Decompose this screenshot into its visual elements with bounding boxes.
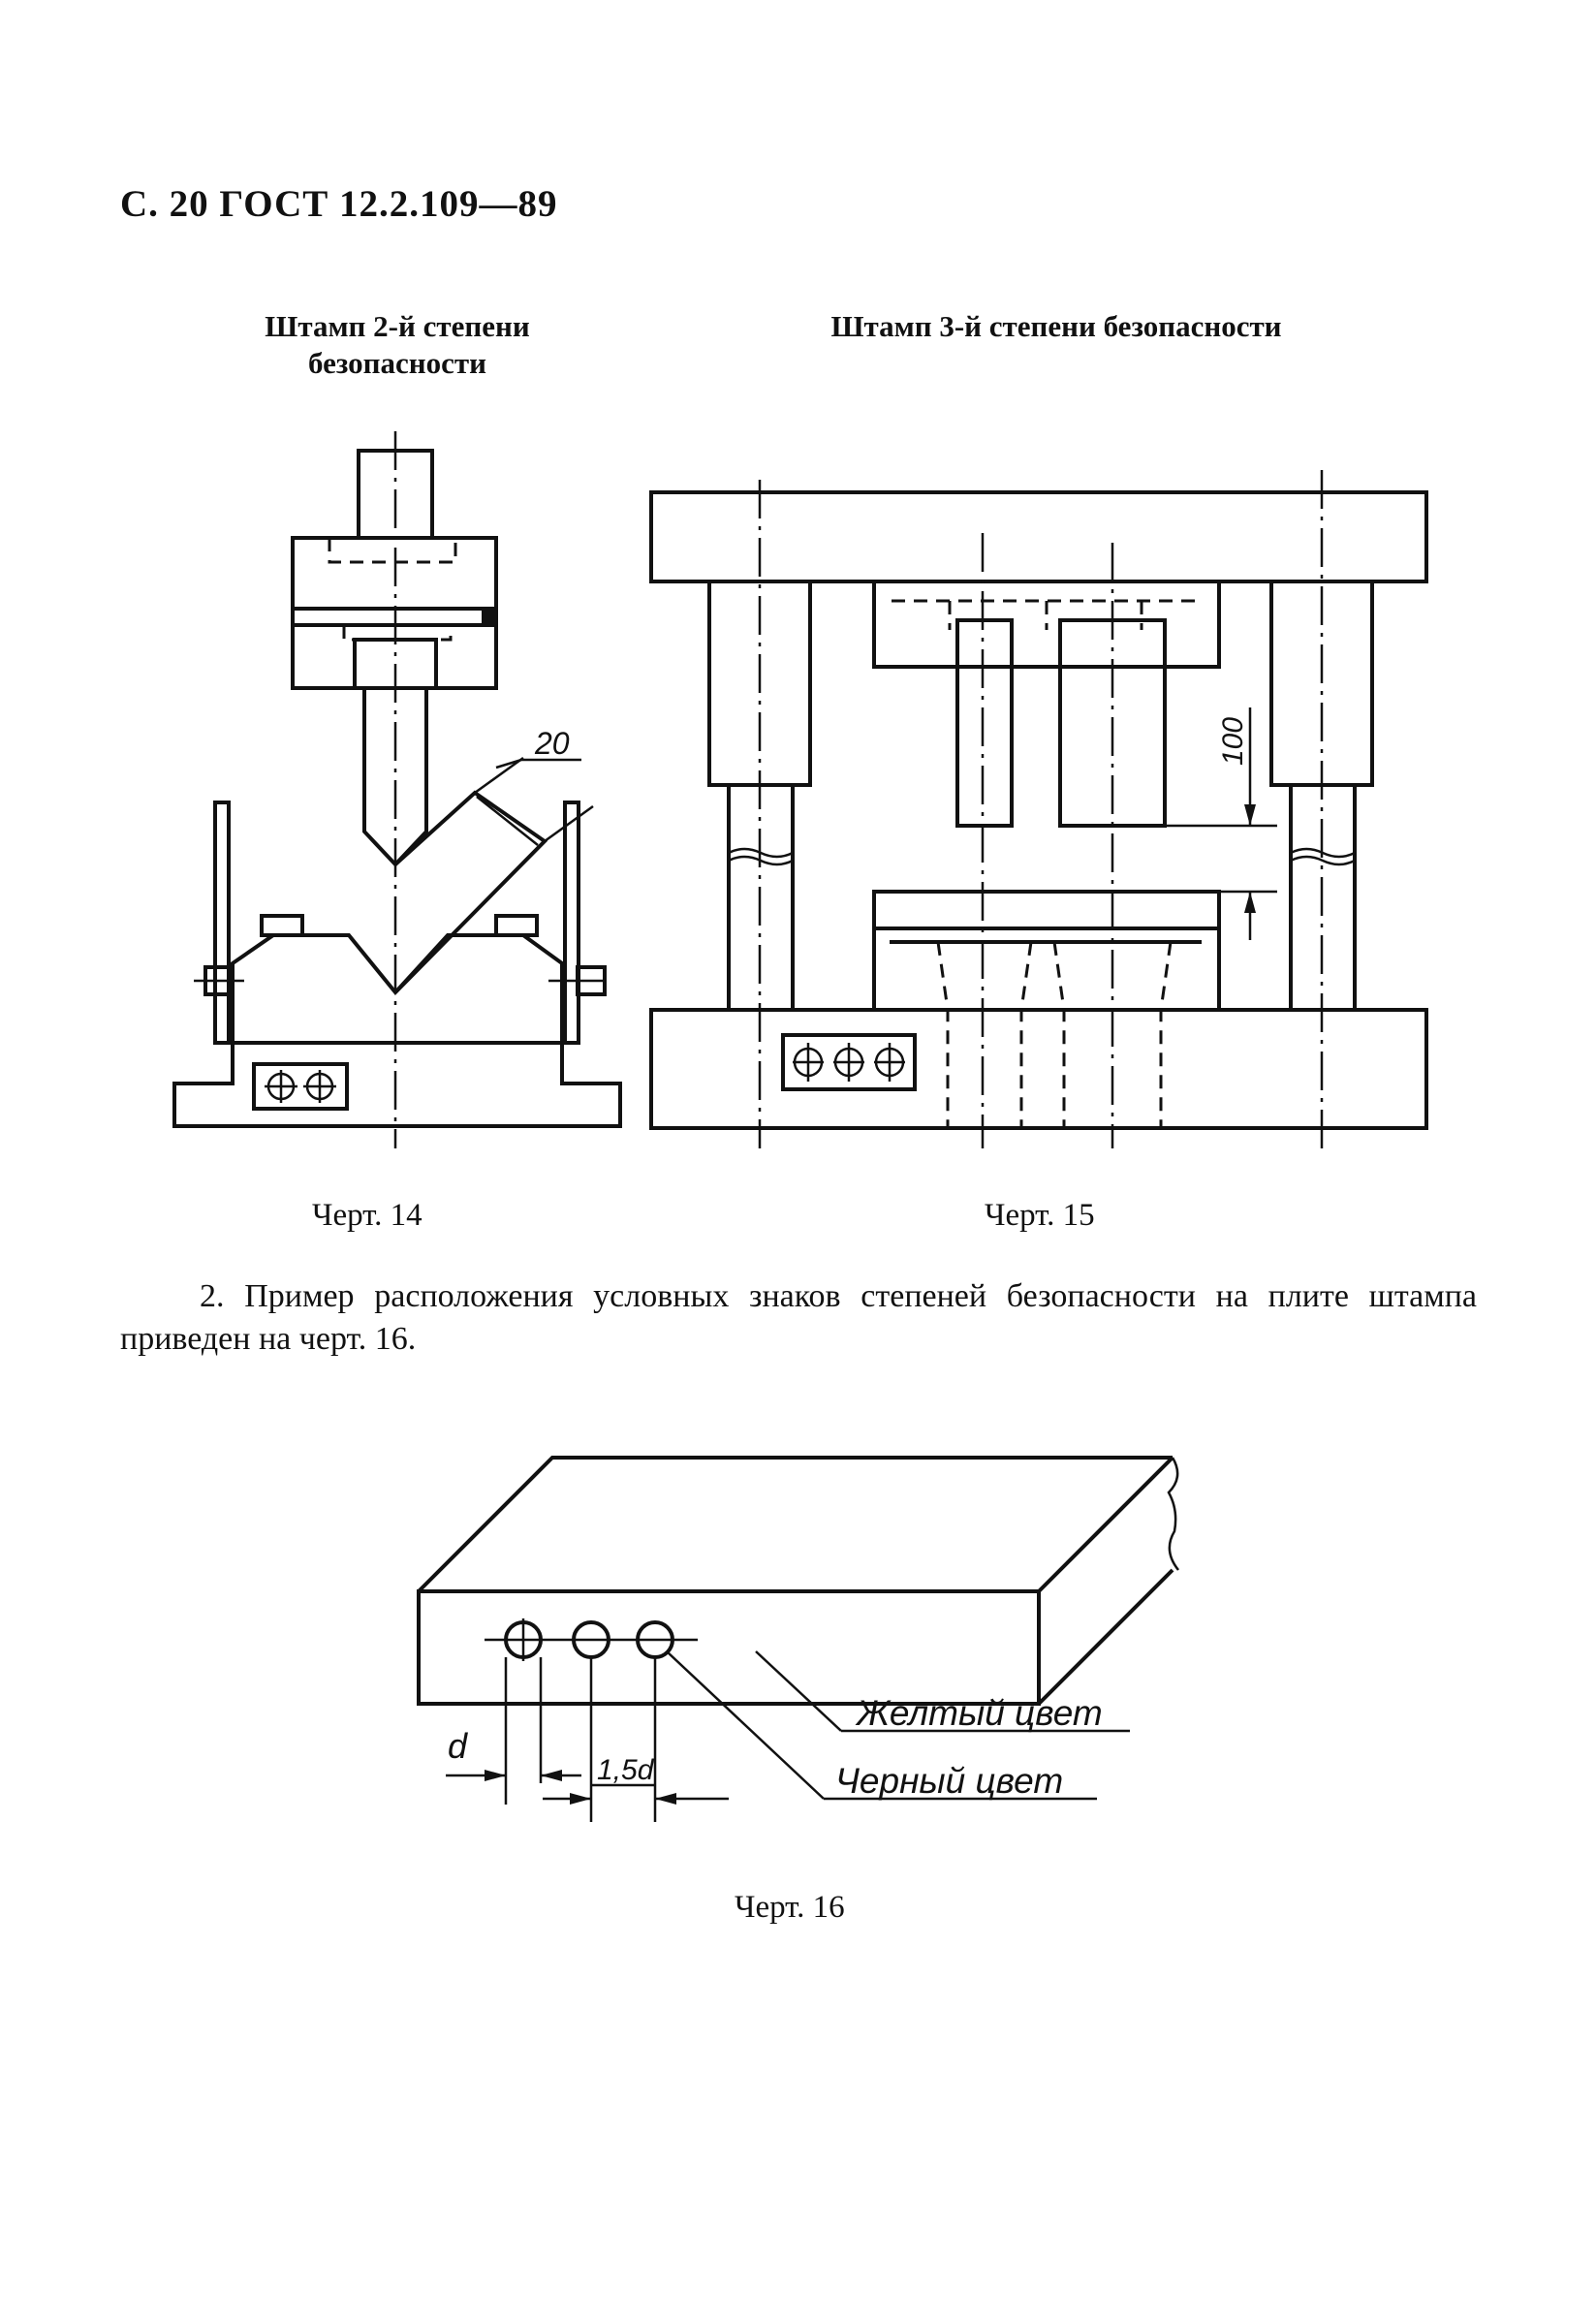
fig16-label-black: Черный цвет [835, 1761, 1063, 1801]
fig14-title-line1: Штамп 2-й степени [265, 309, 530, 343]
fig14-dim-label: 20 [534, 726, 570, 761]
paragraph-text: 2. Пример расположения условных знаков с… [120, 1278, 1477, 1357]
circle-cross-icon [833, 1043, 864, 1082]
page-header: С. 20 ГОСТ 12.2.109—89 [120, 183, 558, 225]
fig14-caption: Черт. 14 [312, 1198, 422, 1233]
circle-cross-icon [265, 1070, 297, 1103]
fig15-dim-label: 100 [1217, 717, 1249, 766]
fig14-title-line2: безопасности [308, 346, 486, 380]
fig16-dim-d: d [448, 1726, 468, 1766]
circle-cross-icon [504, 1618, 543, 1661]
fig16-caption: Черт. 16 [735, 1890, 845, 1925]
fig14-title: Штамп 2-й степени безопасности [174, 308, 620, 382]
fig16-label-yellow: Желтый цвет [855, 1693, 1103, 1733]
circle-cross-icon [874, 1043, 905, 1082]
fig15-caption: Черт. 15 [985, 1198, 1095, 1233]
circle-cross-icon [793, 1043, 824, 1082]
circle-cross-icon [303, 1070, 336, 1103]
fig15-title: Штамп 3-й степени безопасности [830, 309, 1282, 343]
fig16-dim-15d: 1,5d [597, 1754, 655, 1786]
